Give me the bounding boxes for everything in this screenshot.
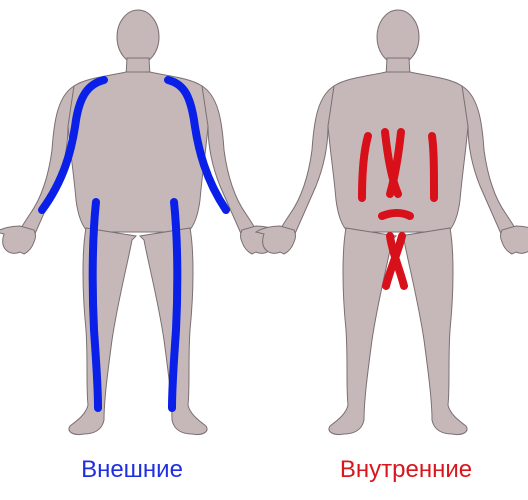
outer-line-right-leg	[168, 198, 182, 412]
outer-line-left-leg	[88, 198, 102, 412]
figure-inner	[255, 9, 528, 436]
inner-abs-line-a	[381, 128, 402, 198]
outer-line-right-arm	[164, 76, 230, 214]
inner-thigh-line-b	[382, 232, 406, 290]
inner-pelvic-line	[378, 209, 414, 220]
inner-abs-line-b	[386, 128, 405, 198]
outer-line-left-arm	[38, 76, 108, 214]
outer-markings	[38, 76, 230, 412]
label-outer: Внешние	[81, 456, 183, 483]
inner-line-right-side	[428, 132, 438, 202]
inner-markings	[358, 128, 438, 290]
figure-outer	[0, 9, 281, 436]
label-inner: Внутренние	[339, 456, 473, 483]
body-silhouette-right	[255, 9, 528, 436]
inner-line-left-side	[358, 132, 372, 202]
body-silhouette-left	[0, 9, 281, 436]
